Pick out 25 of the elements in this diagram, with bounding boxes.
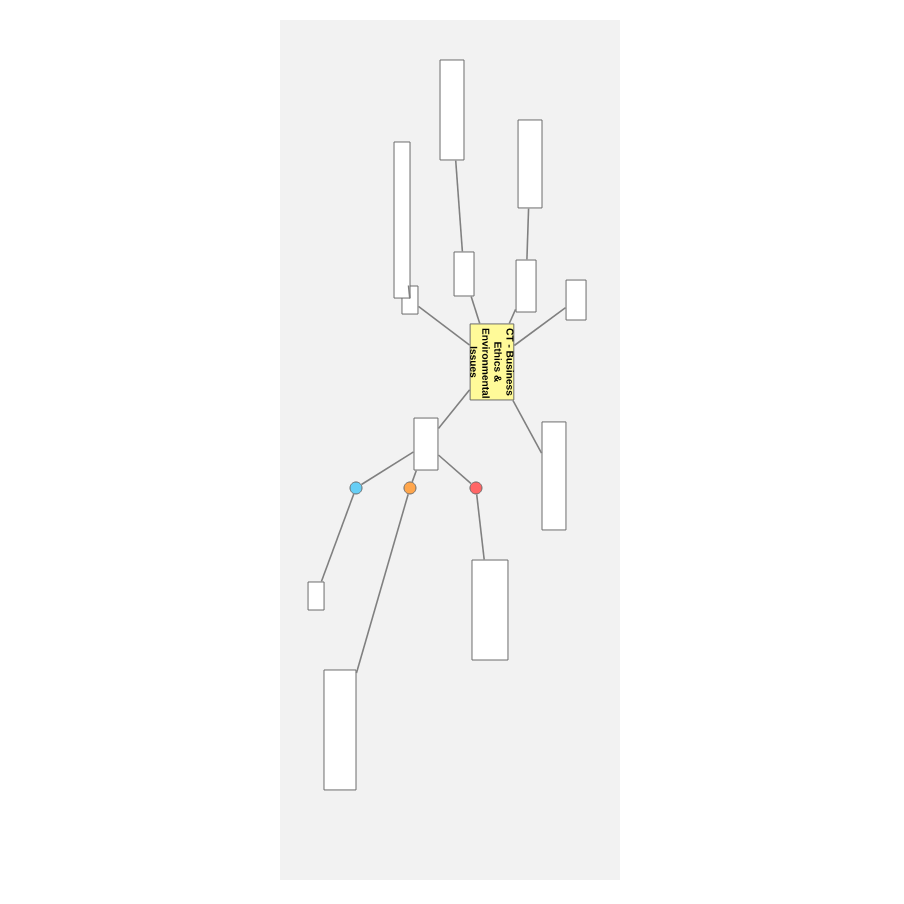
connector	[512, 399, 543, 454]
branch-box	[517, 119, 543, 209]
connector	[411, 469, 418, 483]
connector	[475, 493, 485, 561]
connector	[437, 454, 472, 485]
connector	[417, 305, 471, 346]
branch-box	[323, 669, 357, 791]
connector	[320, 493, 355, 583]
branch-box	[515, 259, 537, 313]
branch-box	[307, 581, 325, 611]
connector	[407, 284, 411, 300]
branch-box	[413, 417, 439, 471]
connector	[360, 451, 415, 486]
connector	[454, 159, 464, 253]
branch-box	[541, 421, 567, 531]
connector	[508, 308, 517, 325]
connector	[470, 295, 481, 325]
connector	[437, 388, 471, 430]
connector	[355, 493, 409, 674]
branch-box	[453, 251, 475, 297]
connector	[526, 207, 530, 261]
branch-box	[439, 59, 465, 161]
connector	[513, 306, 567, 347]
branch-box	[565, 279, 587, 321]
branch-box	[471, 559, 509, 661]
